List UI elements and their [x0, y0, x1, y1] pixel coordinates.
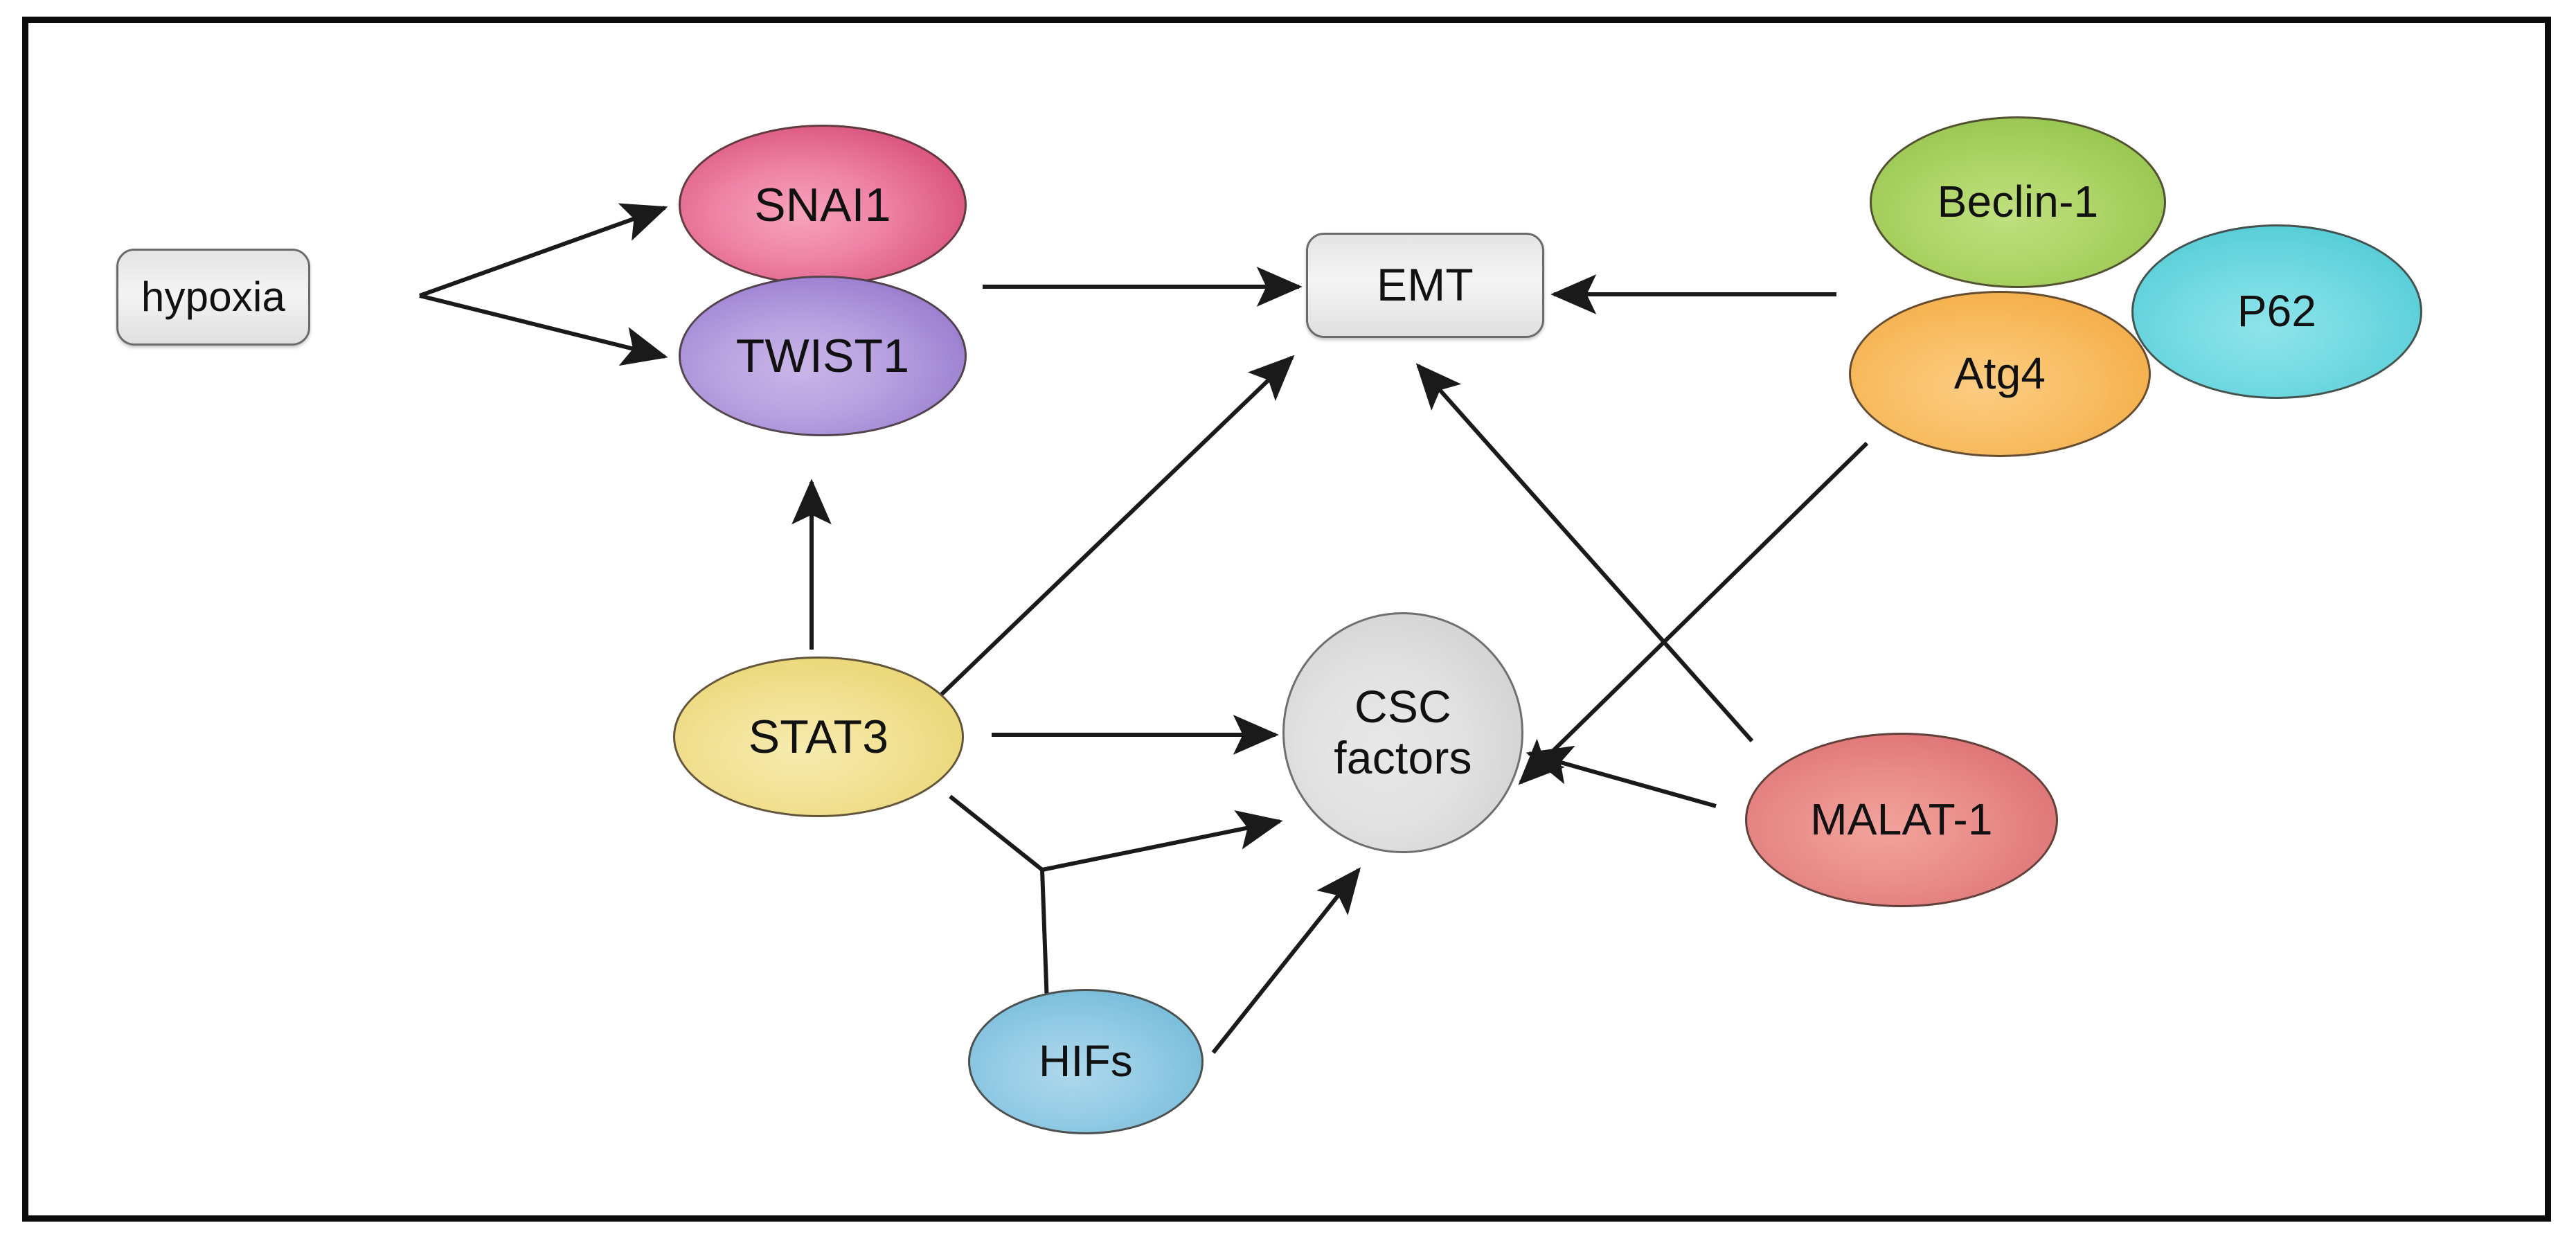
figure-border — [22, 17, 2551, 1222]
node-snai1-label: SNAI1 — [754, 178, 891, 231]
node-stat3-label: STAT3 — [748, 710, 889, 763]
node-hypoxia-label: hypoxia — [141, 274, 286, 321]
node-atg4[interactable]: Atg4 — [1849, 291, 2151, 457]
node-emt[interactable]: EMT — [1306, 233, 1544, 338]
node-malat-1[interactable]: MALAT-1 — [1745, 733, 2058, 907]
node-beclin-1[interactable]: Beclin-1 — [1870, 116, 2166, 288]
node-emt-label: EMT — [1377, 259, 1474, 311]
node-atg4-label: Atg4 — [1953, 348, 2046, 399]
node-hypoxia[interactable]: hypoxia — [116, 249, 310, 346]
node-stat3[interactable]: STAT3 — [673, 657, 964, 817]
node-snai1[interactable]: SNAI1 — [679, 125, 967, 285]
node-csc-factors[interactable]: CSC factors — [1282, 612, 1523, 853]
node-malat-1-label: MALAT-1 — [1810, 794, 1993, 845]
node-csc-factors-label: CSC factors — [1334, 681, 1472, 783]
node-p62[interactable]: P62 — [2131, 224, 2422, 399]
node-twist1[interactable]: TWIST1 — [679, 276, 967, 436]
node-twist1-label: TWIST1 — [735, 329, 910, 382]
node-hifs[interactable]: HIFs — [968, 989, 1204, 1134]
node-p62-label: P62 — [2237, 286, 2317, 337]
node-hifs-label: HIFs — [1039, 1036, 1133, 1087]
node-beclin-1-label: Beclin-1 — [1937, 177, 2099, 227]
